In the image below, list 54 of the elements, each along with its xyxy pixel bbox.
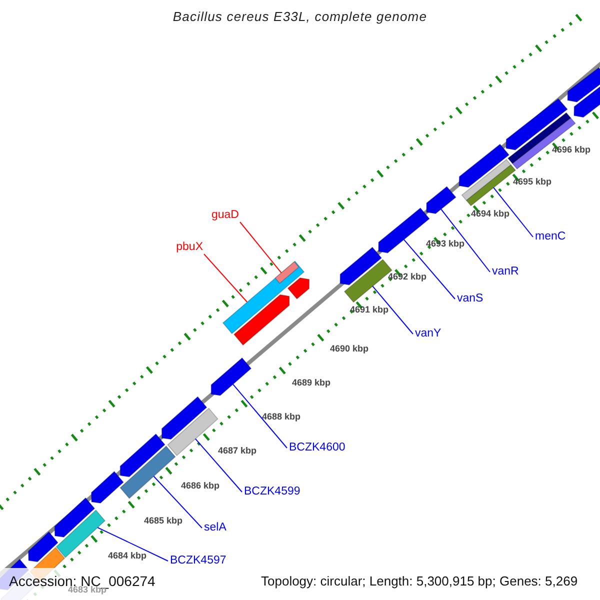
leader-line [240, 222, 282, 274]
gene-feature [120, 433, 166, 478]
leader-line [493, 187, 534, 238]
title: Bacillus cereus E33L, complete genome [172, 9, 428, 24]
position-label: 4691 kbp [350, 304, 389, 316]
gene-feature [426, 186, 456, 214]
position-label: 4696 kbp [552, 144, 591, 156]
gene-feature [567, 67, 600, 102]
gene-label: BCZK4599 [244, 486, 300, 498]
gene-feature [210, 357, 252, 396]
gene-label: selA [204, 522, 226, 534]
leader-line [232, 384, 288, 448]
footer-text: Topology: circular; Length: 5,300,915 bp; Genes: 5,269 [261, 574, 578, 588]
position-label: 4690 kbp [330, 344, 369, 354]
gene-label: BCZK4600 [289, 442, 346, 454]
position-label: 4688 kbp [262, 412, 301, 422]
gene-bar [120, 446, 176, 499]
position-label: 4695 kbp [513, 176, 552, 188]
gene-label: vanY [415, 328, 442, 340]
gene-label: vanR [492, 266, 519, 278]
leader-line [372, 286, 414, 334]
gene-bar [507, 112, 572, 164]
gene-label: vanS [457, 292, 484, 306]
gene-feature [287, 277, 310, 300]
gene-feature [233, 294, 290, 346]
gene-bar [167, 408, 218, 456]
position-label: 4694 kbp [471, 208, 510, 220]
gene-feature [161, 396, 208, 440]
position-label: 4693 kbp [426, 238, 465, 250]
gene-label: BCZK4597 [170, 554, 226, 568]
leader-line [403, 239, 456, 300]
gene-feature [28, 531, 58, 562]
leader-line [153, 476, 202, 528]
position-label: 4687 kbp [218, 446, 257, 456]
gene-feature [91, 470, 124, 504]
gene-feature [340, 246, 382, 286]
gene-bar [56, 510, 106, 558]
gene-label: menC [535, 230, 566, 244]
leader-line [440, 208, 490, 272]
gene-bar [274, 261, 300, 284]
leader-line [204, 254, 248, 302]
position-label: 4689 kbp [292, 378, 331, 388]
gene-label: pbuX [176, 241, 203, 254]
position-label: 4686 kbp [181, 480, 220, 492]
position-label: 4684 kbp [108, 550, 147, 562]
gene-feature [458, 144, 510, 188]
leader-line [194, 438, 242, 492]
leader-line [97, 527, 168, 562]
position-label: 4685 kbp [144, 516, 183, 526]
gene-bar [512, 117, 576, 170]
gene-label: guaD [212, 209, 239, 222]
position-label: 4692 kbp [388, 272, 427, 282]
gene-feature [54, 497, 96, 538]
gene-bar [461, 158, 512, 201]
